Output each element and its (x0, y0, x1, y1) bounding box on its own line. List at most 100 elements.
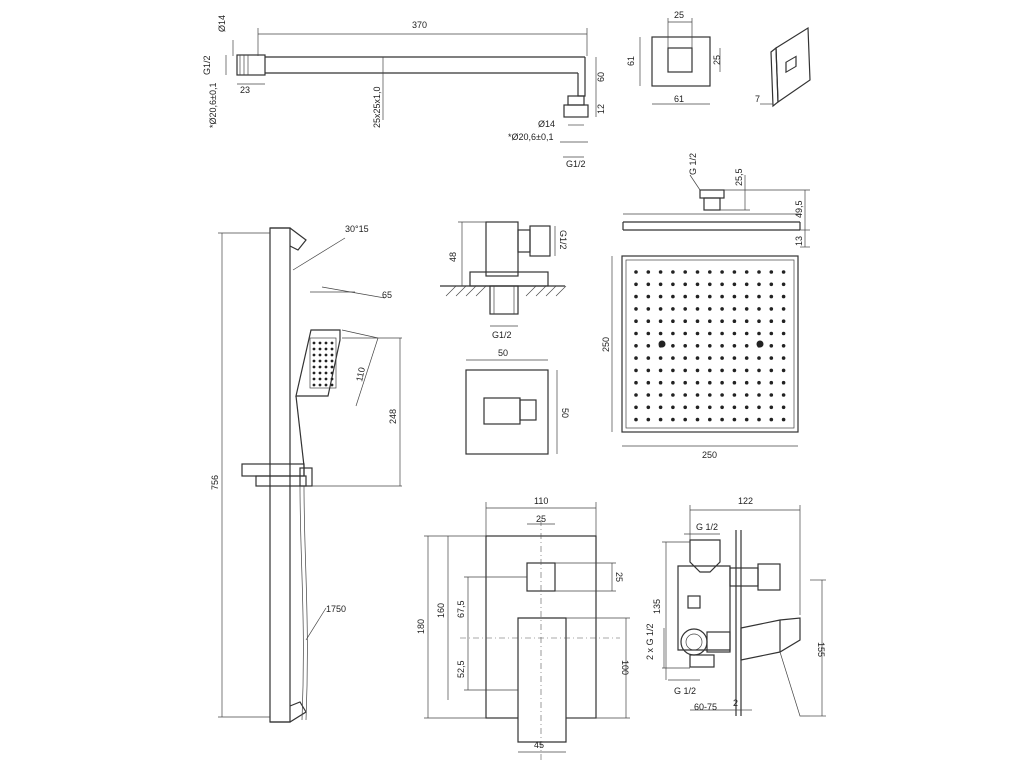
nozzle (646, 294, 651, 299)
nozzle (708, 356, 712, 360)
handshower-nozzle (324, 359, 328, 363)
nozzle (757, 380, 761, 385)
nozzle (646, 380, 651, 385)
arm-thread-left-label: G1/2 (202, 55, 212, 75)
valve-h67-label: 67,5 (456, 600, 466, 618)
nozzle (708, 344, 712, 348)
handshower-nozzle (312, 383, 316, 387)
nozzle (646, 270, 651, 274)
elbow-plate-w-label: 50 (498, 348, 508, 358)
nozzle (781, 380, 786, 385)
handshower-nozzle (330, 353, 334, 357)
arm-drop-label: 60 (596, 72, 606, 82)
nozzle (732, 307, 737, 311)
nozzle (634, 380, 638, 385)
nozzle (708, 282, 712, 287)
nozzle (781, 331, 786, 336)
nozzle (671, 282, 675, 287)
nozzle (671, 319, 675, 324)
nozzle (720, 405, 724, 410)
nozzle (695, 319, 700, 324)
handshower-nozzle (324, 383, 328, 387)
nozzle (658, 270, 663, 274)
valve-side-thread-bottom-label: G 1/2 (674, 686, 696, 696)
nozzle (744, 417, 749, 422)
handshower-nozzle (330, 377, 334, 381)
elbow-thread-bottom-label: G1/2 (492, 330, 512, 340)
nozzle (695, 331, 700, 336)
arm-thread-right-label: G1/2 (566, 159, 586, 169)
nozzle (646, 331, 651, 336)
nozzle (781, 356, 786, 360)
nozzle (769, 344, 774, 348)
flange-inner-h-label: 25 (712, 55, 722, 65)
handshower-nozzle (330, 371, 334, 375)
nozzle (683, 282, 687, 287)
nozzle (757, 270, 761, 274)
shower-arm-drawing: 370 Ø14 G1/2 23 *Ø20,6±0,1 25x25x1,0 60 … (202, 15, 606, 169)
arm-section-label: 25x25x1,0 (372, 86, 382, 128)
nozzle (744, 344, 749, 348)
nozzle (757, 282, 761, 287)
nozzle (757, 319, 761, 324)
nozzle (720, 270, 724, 274)
handshower-nozzle (324, 377, 328, 381)
valve-side-drawing: 122 G 1/2 135 2 x G 1/2 G 1/2 60-75 2 15… (645, 496, 826, 717)
nozzle (769, 294, 774, 299)
handshower-nozzle (318, 383, 322, 387)
nozzle (671, 294, 675, 299)
nozzle (658, 417, 663, 422)
nozzle (708, 380, 712, 385)
nozzle (769, 319, 774, 324)
nozzle (720, 294, 724, 299)
nozzle (781, 270, 786, 274)
slide-rail-drawing: 756 30°15 65 110 248 1750 (210, 224, 402, 723)
nozzle (646, 282, 651, 287)
handshower-nozzle (324, 371, 328, 375)
rail-head-len-label: 110 (354, 366, 367, 382)
nozzle (744, 331, 749, 336)
nozzle (634, 405, 638, 410)
nozzle (683, 344, 687, 348)
nozzle (720, 368, 724, 373)
nozzle-marker-left (658, 340, 666, 348)
nozzle (781, 405, 786, 410)
nozzle (683, 307, 687, 311)
arm-flange-right-label: *Ø20,6±0,1 (508, 132, 553, 142)
nozzle (769, 393, 774, 397)
nozzle (671, 393, 675, 397)
flange-depth-label: 7 (755, 94, 760, 104)
nozzle (671, 307, 675, 311)
handshower-nozzle (330, 347, 334, 351)
nozzle (683, 331, 687, 336)
nozzle (708, 368, 712, 373)
nozzle (634, 331, 638, 336)
nozzle (671, 331, 675, 336)
nozzle (757, 356, 761, 360)
nozzle (695, 294, 700, 299)
handshower-nozzle (330, 365, 334, 369)
nozzle (732, 331, 737, 336)
rail-hose-label: 1750 (326, 604, 346, 614)
arm-dia-top-label: Ø14 (217, 15, 227, 32)
nozzle (732, 405, 737, 410)
handshower-nozzle (312, 359, 316, 363)
valve-width-label: 110 (534, 496, 548, 506)
nozzle (695, 368, 700, 373)
valve-side-h155-label: 155 (816, 642, 826, 657)
rail-angle-label: 30°15 (345, 224, 369, 234)
nozzle (658, 282, 663, 287)
valve-h180-label: 180 (416, 619, 426, 634)
nozzle (658, 319, 663, 324)
nozzle (757, 307, 761, 311)
valve-side-depth-label: 60-75 (694, 702, 717, 712)
nozzle (744, 356, 749, 360)
nozzle (634, 356, 638, 360)
nozzle (781, 307, 786, 311)
nozzle (708, 294, 712, 299)
nozzle (732, 393, 737, 397)
valve-handle-w-label: 25 (536, 514, 546, 524)
nozzle (744, 405, 749, 410)
nozzle (744, 270, 749, 274)
nozzle (781, 393, 786, 397)
